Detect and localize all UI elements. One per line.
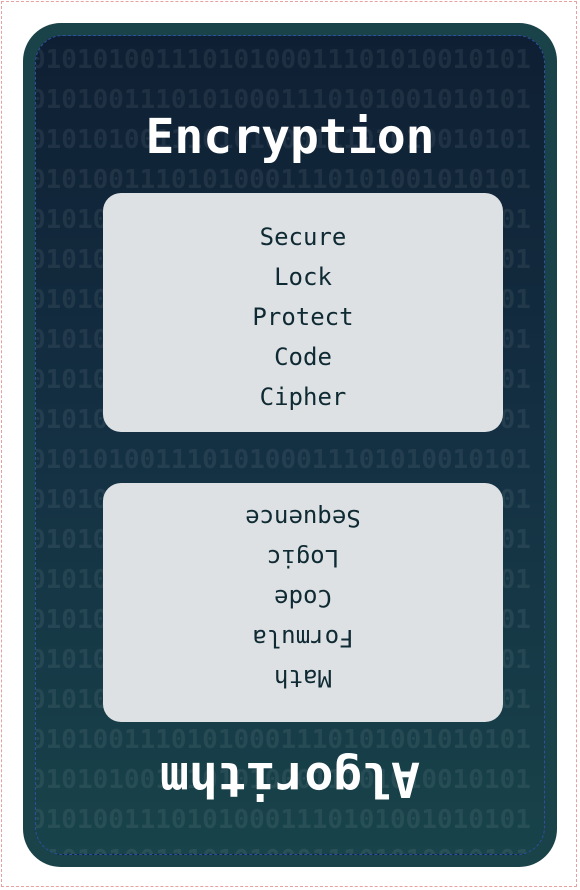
binary-row: 01010100111010100011101010010101 [35, 45, 531, 75]
binary-row: 01010100111010100011101010010101 [35, 125, 531, 155]
card-title-top: Encryption [145, 109, 435, 165]
word-panel-top: Secure Lock Protect Code Cipher [103, 193, 503, 432]
binary-row: 01010011101010001110101001010101 [35, 805, 531, 835]
binary-row: 01010100111010100011101010010101 [36, 840, 544, 854]
word-item: Logic [266, 544, 340, 572]
word-item: Sequence [245, 504, 361, 532]
binary-row: 01010011101010001110101001010101 [35, 725, 531, 755]
word-panel-bottom: Math Formula Code Logic Sequence [103, 483, 503, 722]
game-card[interactable]: 01010100111010100011101010010101 01010011… [23, 23, 557, 867]
word-item: Math [274, 664, 332, 692]
card-title-bottom: Algorithm [159, 751, 421, 807]
binary-row: 01010100111010100011101010010101 [35, 765, 531, 795]
card-inner: 01010100111010100011101010010101 01010011… [35, 35, 545, 855]
word-item: Secure [259, 223, 347, 251]
binary-row: 01010011101010001110101001010101 [35, 165, 531, 195]
word-item: Protect [252, 303, 354, 331]
word-item: Code [274, 343, 332, 371]
word-item: Cipher [259, 383, 347, 411]
word-item: Lock [274, 263, 332, 291]
word-list-top: Secure Lock Protect Code Cipher [103, 193, 503, 417]
word-list-bottom: Math Formula Code Logic Sequence [103, 498, 503, 722]
binary-row: 01010011101010001110101001010101 [35, 85, 531, 115]
binary-row: 01010100111010100011101010010101 [35, 445, 531, 475]
word-item: Formula [252, 624, 354, 652]
word-item: Code [274, 584, 332, 612]
